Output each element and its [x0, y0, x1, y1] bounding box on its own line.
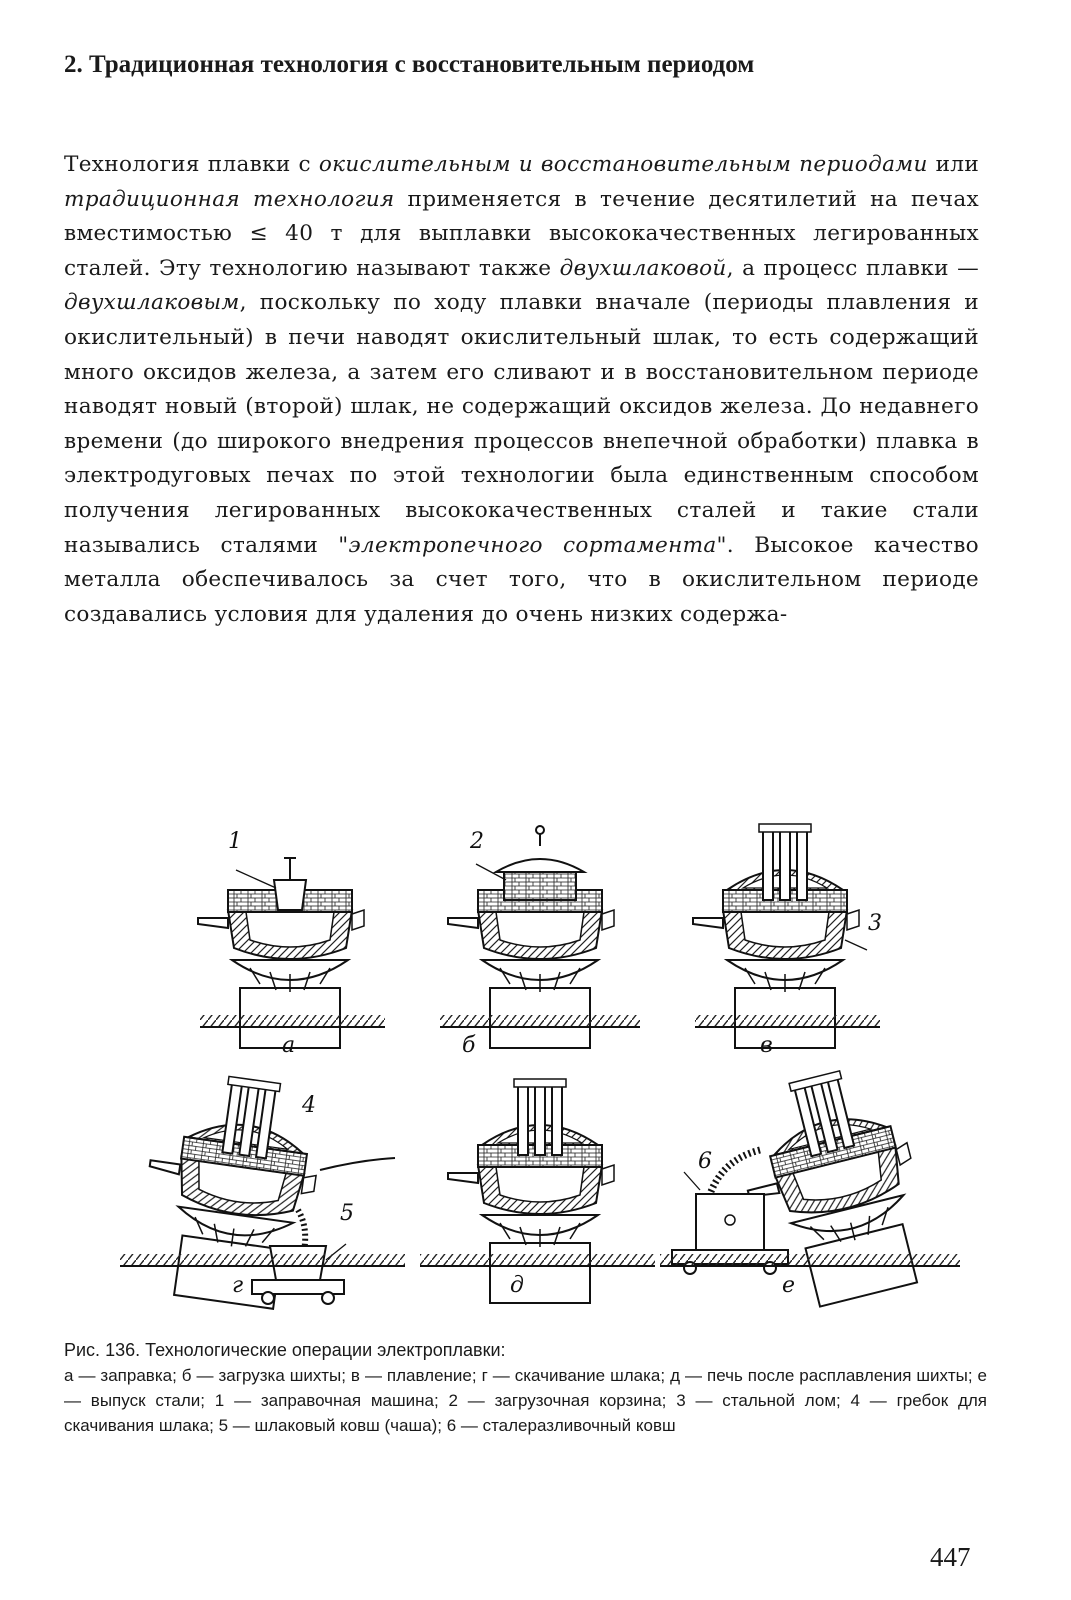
panel-e	[740, 1069, 942, 1310]
panel-v	[692, 823, 868, 1049]
callout-5: 5	[340, 1201, 354, 1226]
callout-2: 2	[469, 829, 484, 854]
caption-title: Рис. 136. Технологические операции элект…	[64, 1340, 506, 1360]
text-run: , поскольку по ходу плавки вначале (пери…	[64, 290, 979, 558]
text-run: применяется в течение десятилетий на печ…	[64, 186, 979, 281]
teeming-ladle-cart	[671, 1171, 789, 1275]
italic-term: традиционная технология	[64, 186, 395, 212]
text-run: или	[927, 152, 980, 177]
page-number: 447	[930, 1542, 971, 1572]
text-run: ". Высокое качество металла обеспечивало…	[64, 532, 979, 627]
italic-term: двухшлаковым	[64, 290, 240, 316]
callout-6: 6	[698, 1149, 712, 1174]
panel-label-e: е	[782, 1273, 795, 1298]
panel-label-v: в	[760, 1033, 773, 1058]
italic-term: двухшлаковой	[559, 255, 727, 281]
figure-caption: Рис. 136. Технологические операции элект…	[64, 1338, 987, 1438]
panel-d	[447, 1078, 615, 1304]
text-run: Технология плавки с	[64, 152, 319, 177]
panel-label-a: а	[282, 1033, 295, 1058]
panel-b	[447, 825, 615, 1049]
callout-1: 1	[228, 829, 242, 854]
section-heading: 2. Традиционная технология с восстановит…	[64, 51, 755, 78]
panel-label-b: б	[462, 1033, 476, 1058]
panel-label-d: д	[510, 1273, 524, 1298]
panel-a	[197, 857, 365, 1049]
caption-text: а — заправка; б — загрузка шихты; в — пл…	[64, 1366, 987, 1435]
slag-rake	[319, 1157, 396, 1171]
italic-term: окислительным и восстановительным период…	[318, 152, 928, 177]
panel-label-g: г	[232, 1273, 243, 1298]
furnace-operations-figure: а б в г д е 1 2 3 4 5 6	[120, 823, 960, 1310]
text-run: , а процесс плавки —	[726, 255, 979, 281]
callout-3: 3	[868, 911, 882, 936]
body-paragraph: Технология плавки с окислительным и восс…	[64, 148, 979, 632]
callout-4: 4	[301, 1093, 316, 1118]
italic-term: электропечного сортамента	[348, 532, 717, 558]
